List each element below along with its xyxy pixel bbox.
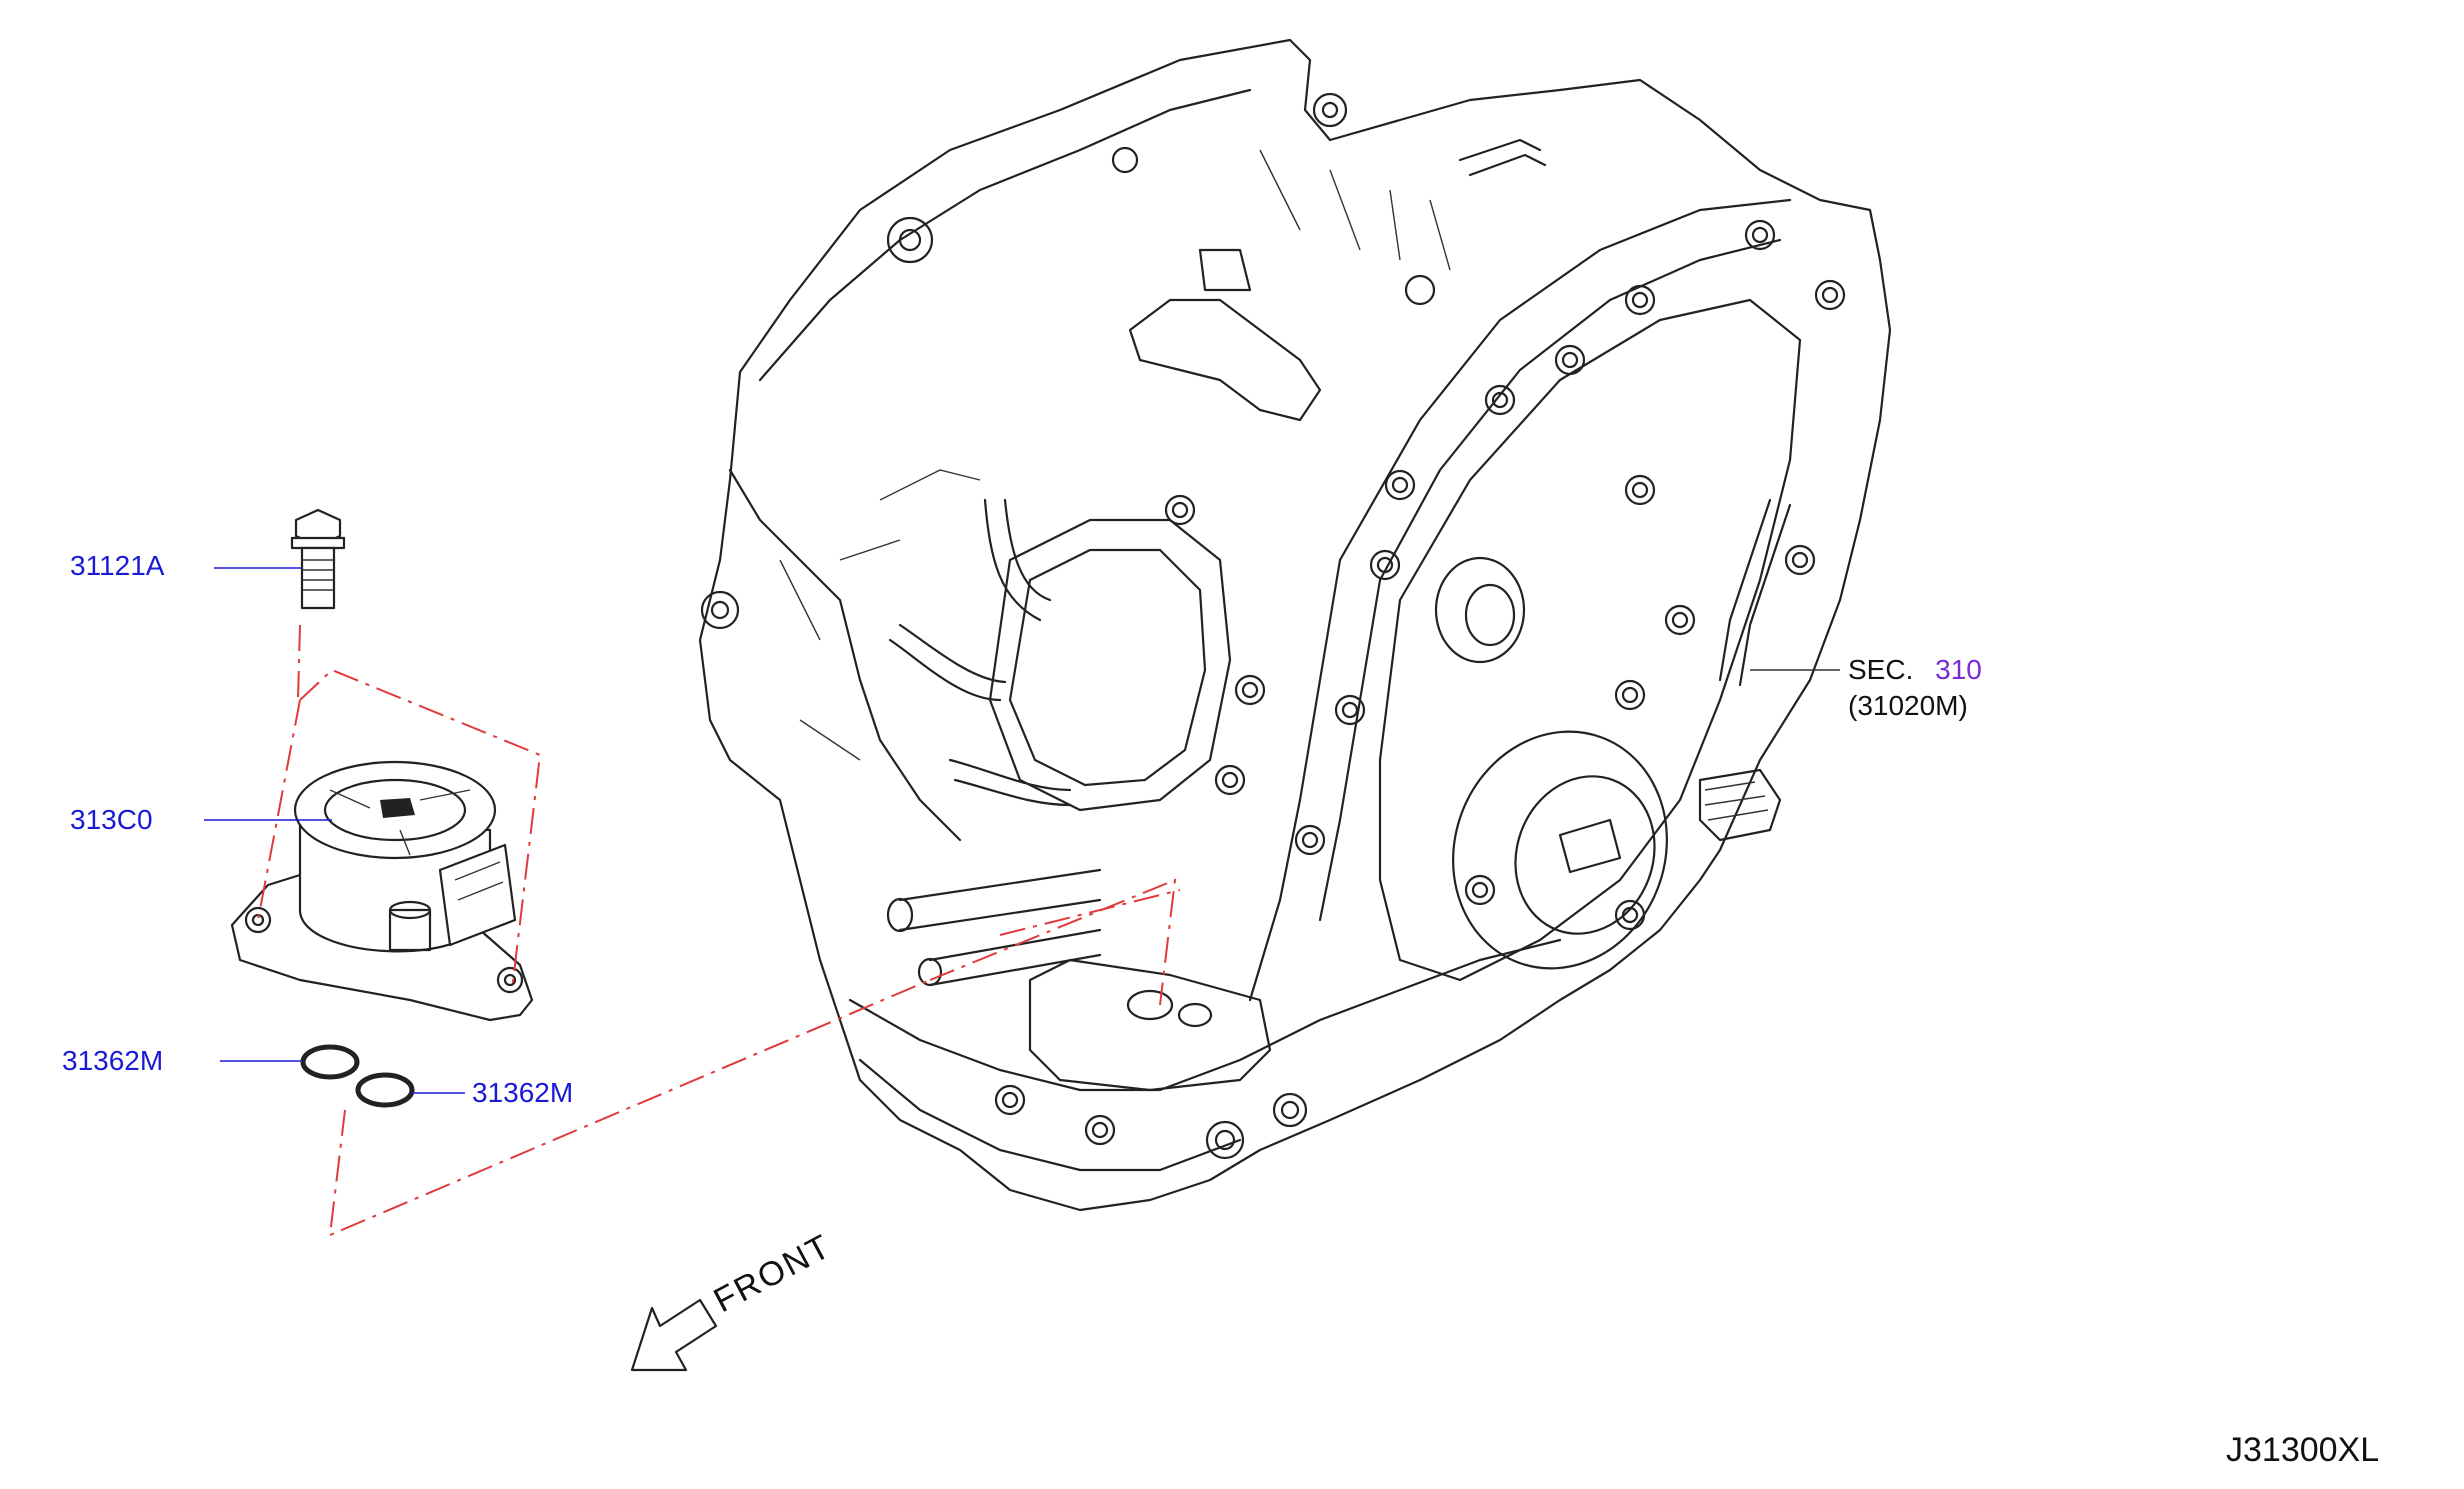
front-arrow-icon — [630, 1298, 718, 1372]
part-label-bolt[interactable]: 31121A — [70, 550, 165, 581]
part-label-o-ring-left[interactable]: 31362M — [62, 1045, 164, 1076]
case-bolts — [1164, 219, 1846, 931]
bolt-31121A-drawing — [290, 508, 346, 610]
section-prefix: SEC. — [1848, 654, 1914, 685]
transmission-assembly — [698, 38, 1892, 1212]
section-reference[interactable]: SEC. 310 — [1848, 654, 1982, 686]
diagram-code: J31300XL — [2226, 1431, 2380, 1469]
section-sub-code: (31020M) — [1848, 690, 1968, 721]
leader-lines — [204, 567, 1840, 1094]
solenoid-313C0-drawing — [230, 760, 534, 1022]
alignment-lines — [257, 624, 1181, 1237]
part-label-solenoid[interactable]: 313C0 — [70, 804, 153, 835]
o-rings-drawing — [300, 1044, 415, 1108]
section-number[interactable]: 310 — [1935, 654, 1982, 685]
part-label-o-ring-right[interactable]: 31362M — [472, 1077, 574, 1108]
